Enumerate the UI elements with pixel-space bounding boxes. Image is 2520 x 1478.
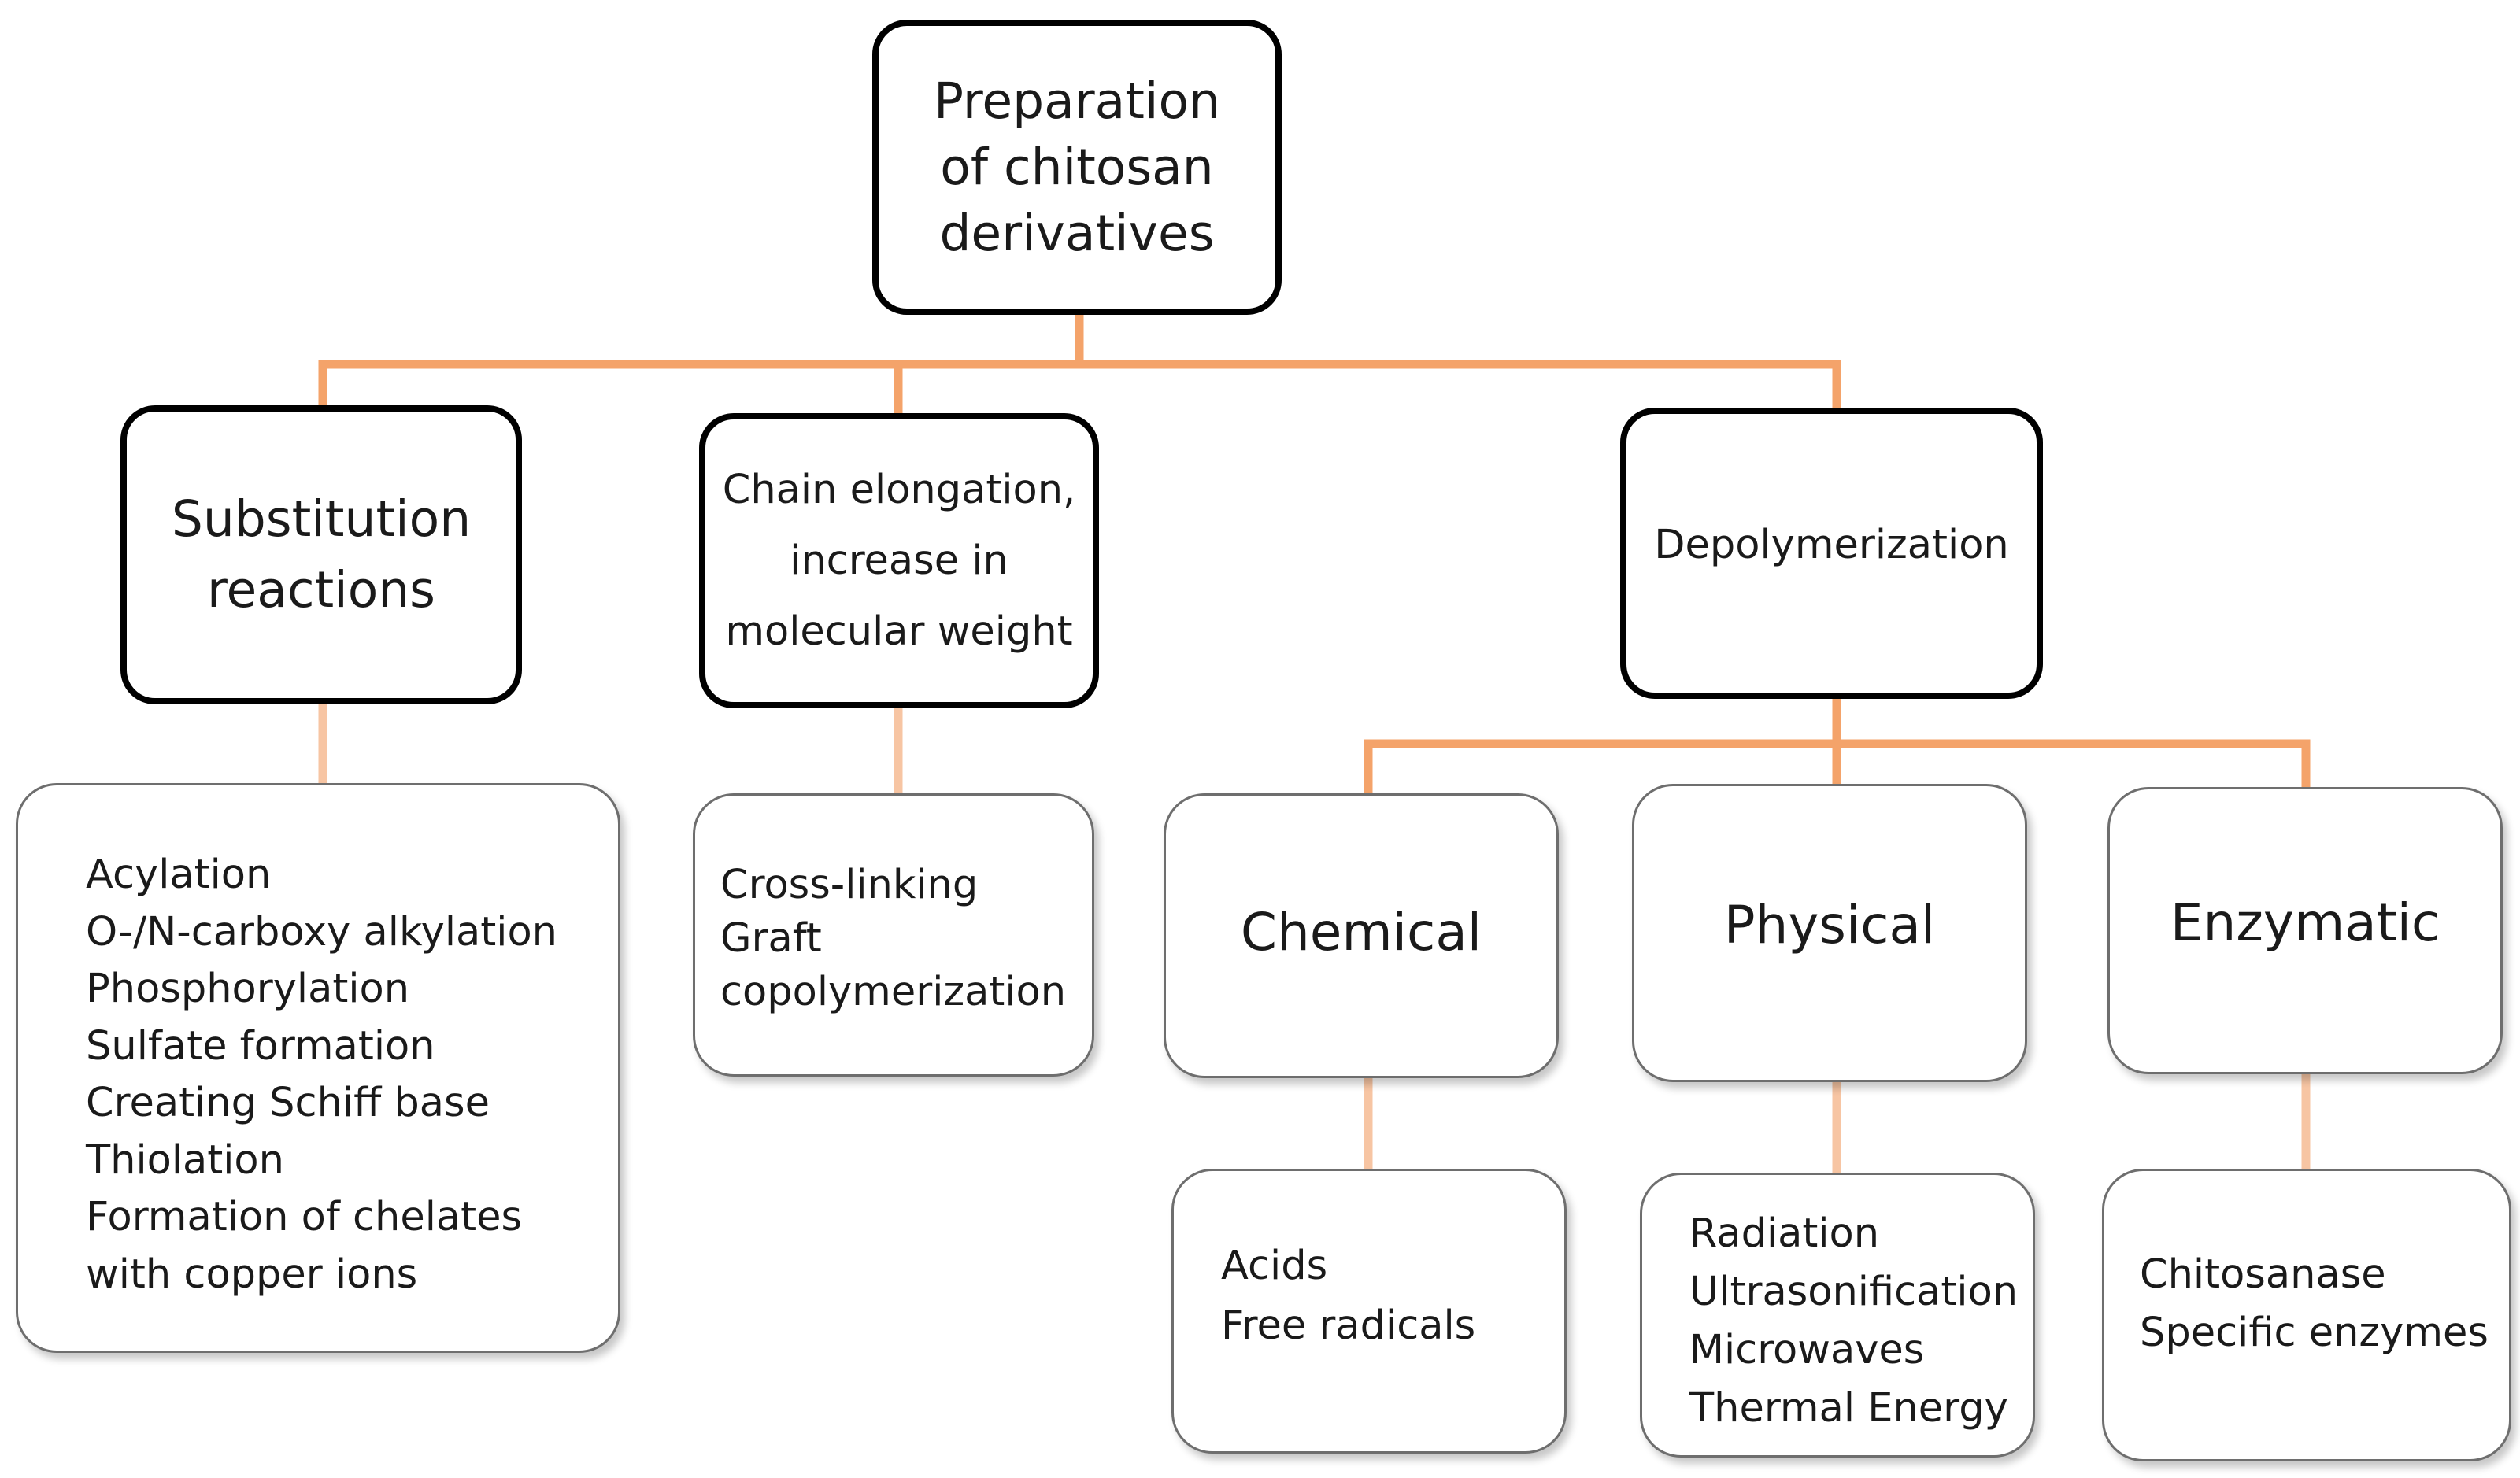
depolymerization-line: Depolymerization [1654, 522, 2009, 568]
enzymatic-label: Enzymatic [2170, 892, 2440, 953]
chemical-label: Chemical [1240, 901, 1482, 963]
detail-item: O-/N-carboxy alkylation [86, 908, 557, 955]
detail-item: Radiation [1689, 1210, 1880, 1257]
root-node: Preparation of chitosan derivatives [872, 20, 1282, 315]
chain-line: Chain elongation, [722, 466, 1076, 513]
detail-item: Graft [720, 915, 822, 962]
substitution-details-box: Acylation O-/N-carboxy alkylation Phosph… [16, 783, 620, 1353]
detail-item: Cross-linking [720, 862, 979, 908]
detail-item: Microwaves [1689, 1327, 1925, 1373]
enzymatic-details-box: Chitosanase Specific enzymes [2102, 1169, 2511, 1461]
chain-line: increase in [790, 537, 1008, 584]
detail-item: Acylation [86, 852, 272, 898]
detail-item: Creating Schiff base [86, 1080, 490, 1126]
detail-item: Sulfate formation [86, 1022, 435, 1070]
chain-elongation-node: Chain elongation, increase in molecular … [699, 413, 1099, 708]
detail-item: Phosphorylation [86, 966, 410, 1012]
chemical-node: Chemical [1164, 793, 1559, 1078]
enzymatic-node: Enzymatic [2107, 787, 2503, 1074]
physical-node: Physical [1632, 784, 2027, 1082]
chain-line: molecular weight [725, 608, 1073, 655]
substitution-line: reactions [206, 561, 436, 619]
detail-item: Formation of chelates [86, 1194, 523, 1240]
root-connectors [318, 310, 1841, 418]
physical-label: Physical [1723, 895, 1936, 955]
root-line: Preparation [934, 72, 1220, 130]
detail-item: Specific enzymes [2140, 1310, 2489, 1356]
detail-item: with copper ions [86, 1251, 418, 1298]
substitution-node: Substitution reactions [120, 405, 522, 704]
root-line: of chitosan [940, 138, 1214, 196]
detail-item: Thermal Energy [1689, 1385, 2008, 1432]
depolymerization-connectors [1364, 694, 2311, 798]
chain-details-box: Cross-linking Graft copolymerization [693, 793, 1094, 1077]
chemical-details-box: Acids Free radicals [1171, 1169, 1567, 1454]
depolymerization-node: Depolymerization [1620, 408, 2043, 699]
substitution-line: Substitution [171, 490, 472, 548]
detail-item: copolymerization [720, 969, 1067, 1015]
detail-item: Ultrasonification [1689, 1269, 2019, 1315]
root-line: derivatives [939, 204, 1215, 262]
detail-item: Chitosanase [2140, 1251, 2386, 1298]
detail-item: Thiolation [86, 1136, 284, 1184]
detail-item: Free radicals [1221, 1302, 1476, 1349]
detail-item: Acids [1221, 1243, 1328, 1289]
physical-details-box: Radiation Ultrasonification Microwaves T… [1640, 1173, 2035, 1458]
detail-connectors [318, 704, 2311, 1173]
